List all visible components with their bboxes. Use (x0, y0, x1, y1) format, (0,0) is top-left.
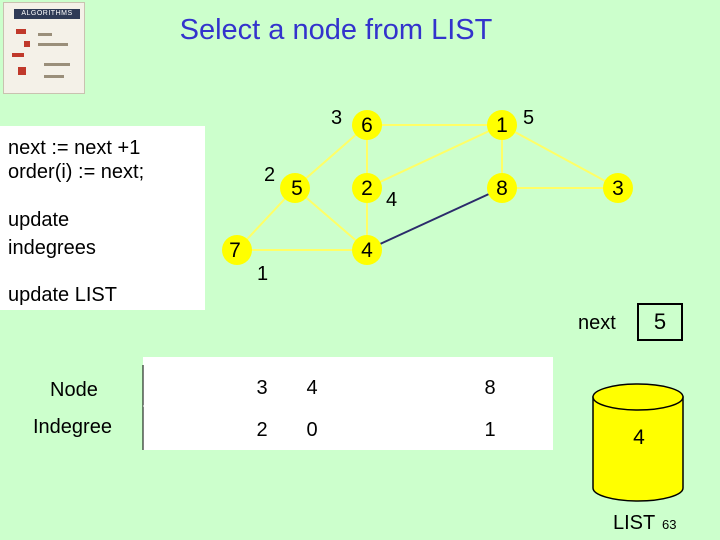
book-decoration (44, 75, 64, 78)
edge-1-3 (501, 124, 619, 189)
code-line-update: update (8, 209, 70, 231)
node-2-label: 2 (361, 177, 373, 200)
book-decoration (12, 53, 24, 57)
page-number: 63 (662, 517, 677, 532)
node-6 (352, 110, 382, 140)
slide-title: Select a node from LIST (179, 14, 493, 46)
table-indegree-cell: 0 (306, 419, 318, 441)
book-decoration (16, 29, 26, 34)
row-label-indegree: Indegree (33, 416, 112, 438)
list-label: LIST (613, 512, 656, 534)
table-indegree-cell: 2 (256, 419, 268, 441)
book-decoration (38, 43, 68, 46)
table-node-cell: 4 (306, 377, 318, 399)
node-2 (352, 173, 382, 203)
next-label: next (578, 312, 616, 334)
node-7 (222, 235, 252, 265)
list-cylinder-top (592, 383, 684, 411)
node-8 (487, 173, 517, 203)
book-title: ALGORITHMS (14, 9, 80, 19)
node-5-label: 5 (291, 177, 303, 200)
edge-1-2 (366, 124, 503, 189)
node-7-label: 7 (229, 239, 241, 262)
order-number-6: 3 (331, 107, 342, 129)
table-indegree-cell: 1 (484, 419, 496, 441)
node-4 (352, 235, 382, 265)
book-cover-image: ALGORITHMS (3, 2, 85, 94)
node-1-label: 1 (496, 114, 508, 137)
node-3-label: 3 (612, 177, 624, 200)
list-cylinder-body (592, 396, 684, 502)
code-line-next-increment: next := next +1 (8, 137, 141, 159)
order-number-5: 2 (264, 164, 275, 186)
edge-4-8-highlighted (366, 187, 503, 251)
node-4-label: 4 (361, 239, 373, 262)
pseudocode-panel: next := next +1 order(i) := next; update… (0, 126, 205, 310)
row-label-node: Node (50, 379, 98, 401)
table-node-cell: 3 (256, 377, 268, 399)
next-value-box: 5 (637, 303, 683, 341)
indegree-table-background (143, 357, 553, 450)
node-1 (487, 110, 517, 140)
code-line-update-list: update LIST (8, 284, 117, 306)
node-6-label: 6 (361, 114, 373, 137)
node-8-label: 8 (496, 177, 508, 200)
code-line-indegrees: indegrees (8, 237, 96, 259)
book-decoration (38, 33, 52, 36)
table-node-cell: 8 (484, 377, 496, 399)
book-decoration (18, 67, 26, 75)
book-decoration (24, 41, 30, 47)
edge-5-4 (294, 187, 368, 251)
edge-6-5 (294, 124, 368, 189)
node-5 (280, 173, 310, 203)
code-line-order-assign: order(i) := next; (8, 161, 145, 183)
order-number-1: 5 (523, 107, 534, 129)
node-3 (603, 173, 633, 203)
order-number-7: 1 (257, 263, 268, 285)
book-decoration (44, 63, 70, 66)
order-number-2: 4 (386, 189, 397, 211)
list-item: 4 (633, 426, 645, 449)
